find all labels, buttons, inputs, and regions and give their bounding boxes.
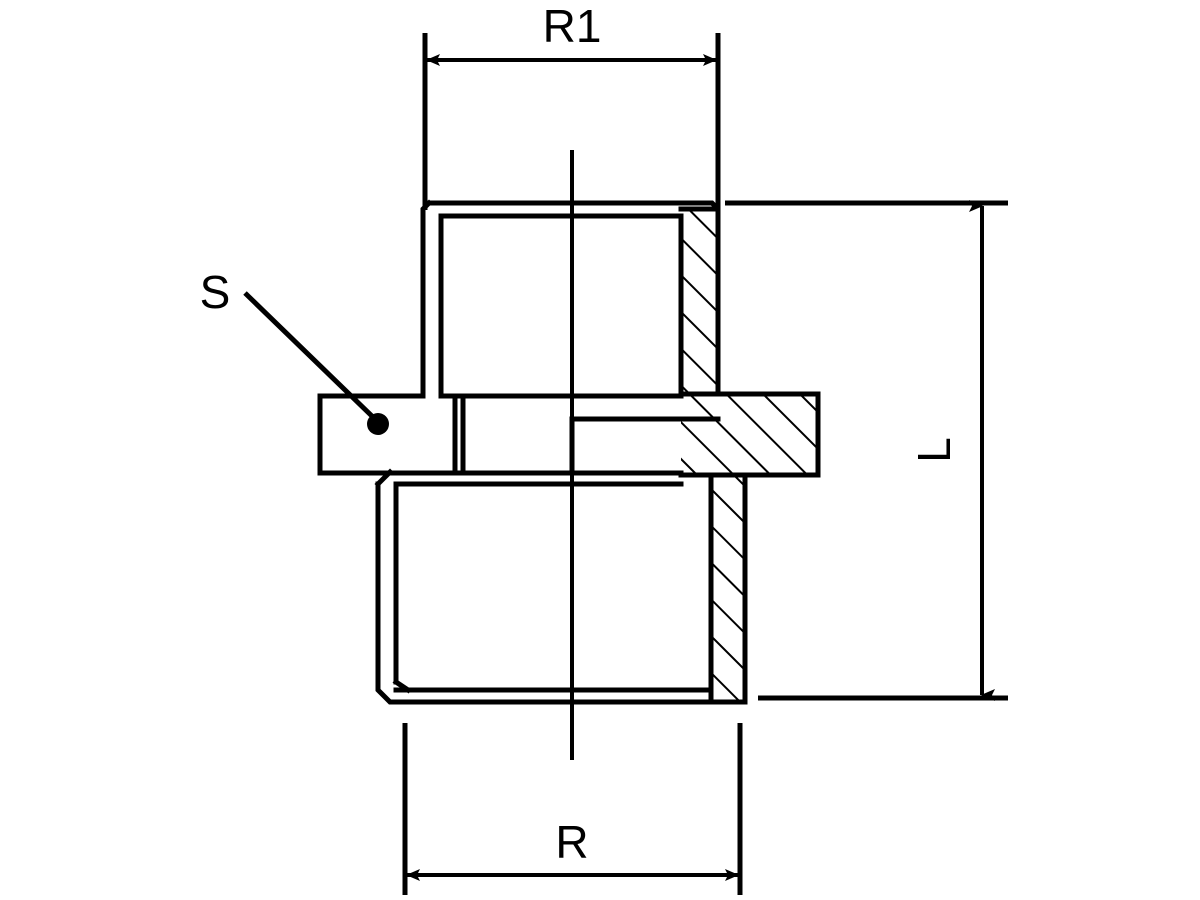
lower-section-left-top-chamfer [374, 468, 394, 488]
dimension-r1: R1 [422, 0, 721, 210]
l-dimension-label: L [908, 437, 960, 463]
wrench-flat-left-box [317, 393, 458, 476]
callout-s: S [200, 266, 389, 435]
upper-section-left-chamfer [420, 199, 433, 397]
s-leader-line [243, 291, 378, 422]
hatch-upper-wall [681, 209, 718, 394]
r-dimension-label: R [555, 816, 588, 868]
section-hatching [681, 209, 818, 700]
hatch-flange [681, 394, 818, 475]
hatch-lower-wall [711, 475, 745, 700]
part-outline [317, 199, 821, 705]
r1-dimension-label: R1 [543, 0, 602, 52]
dimension-l: L [725, 200, 1008, 701]
lower-thread-root-chamfer [392, 678, 412, 694]
dimension-r: R [402, 723, 743, 895]
flange-outline [678, 391, 821, 478]
s-callout-label: S [200, 266, 231, 318]
s-leader-dot [367, 413, 389, 435]
lower-section-left-and-bottom [375, 481, 748, 705]
